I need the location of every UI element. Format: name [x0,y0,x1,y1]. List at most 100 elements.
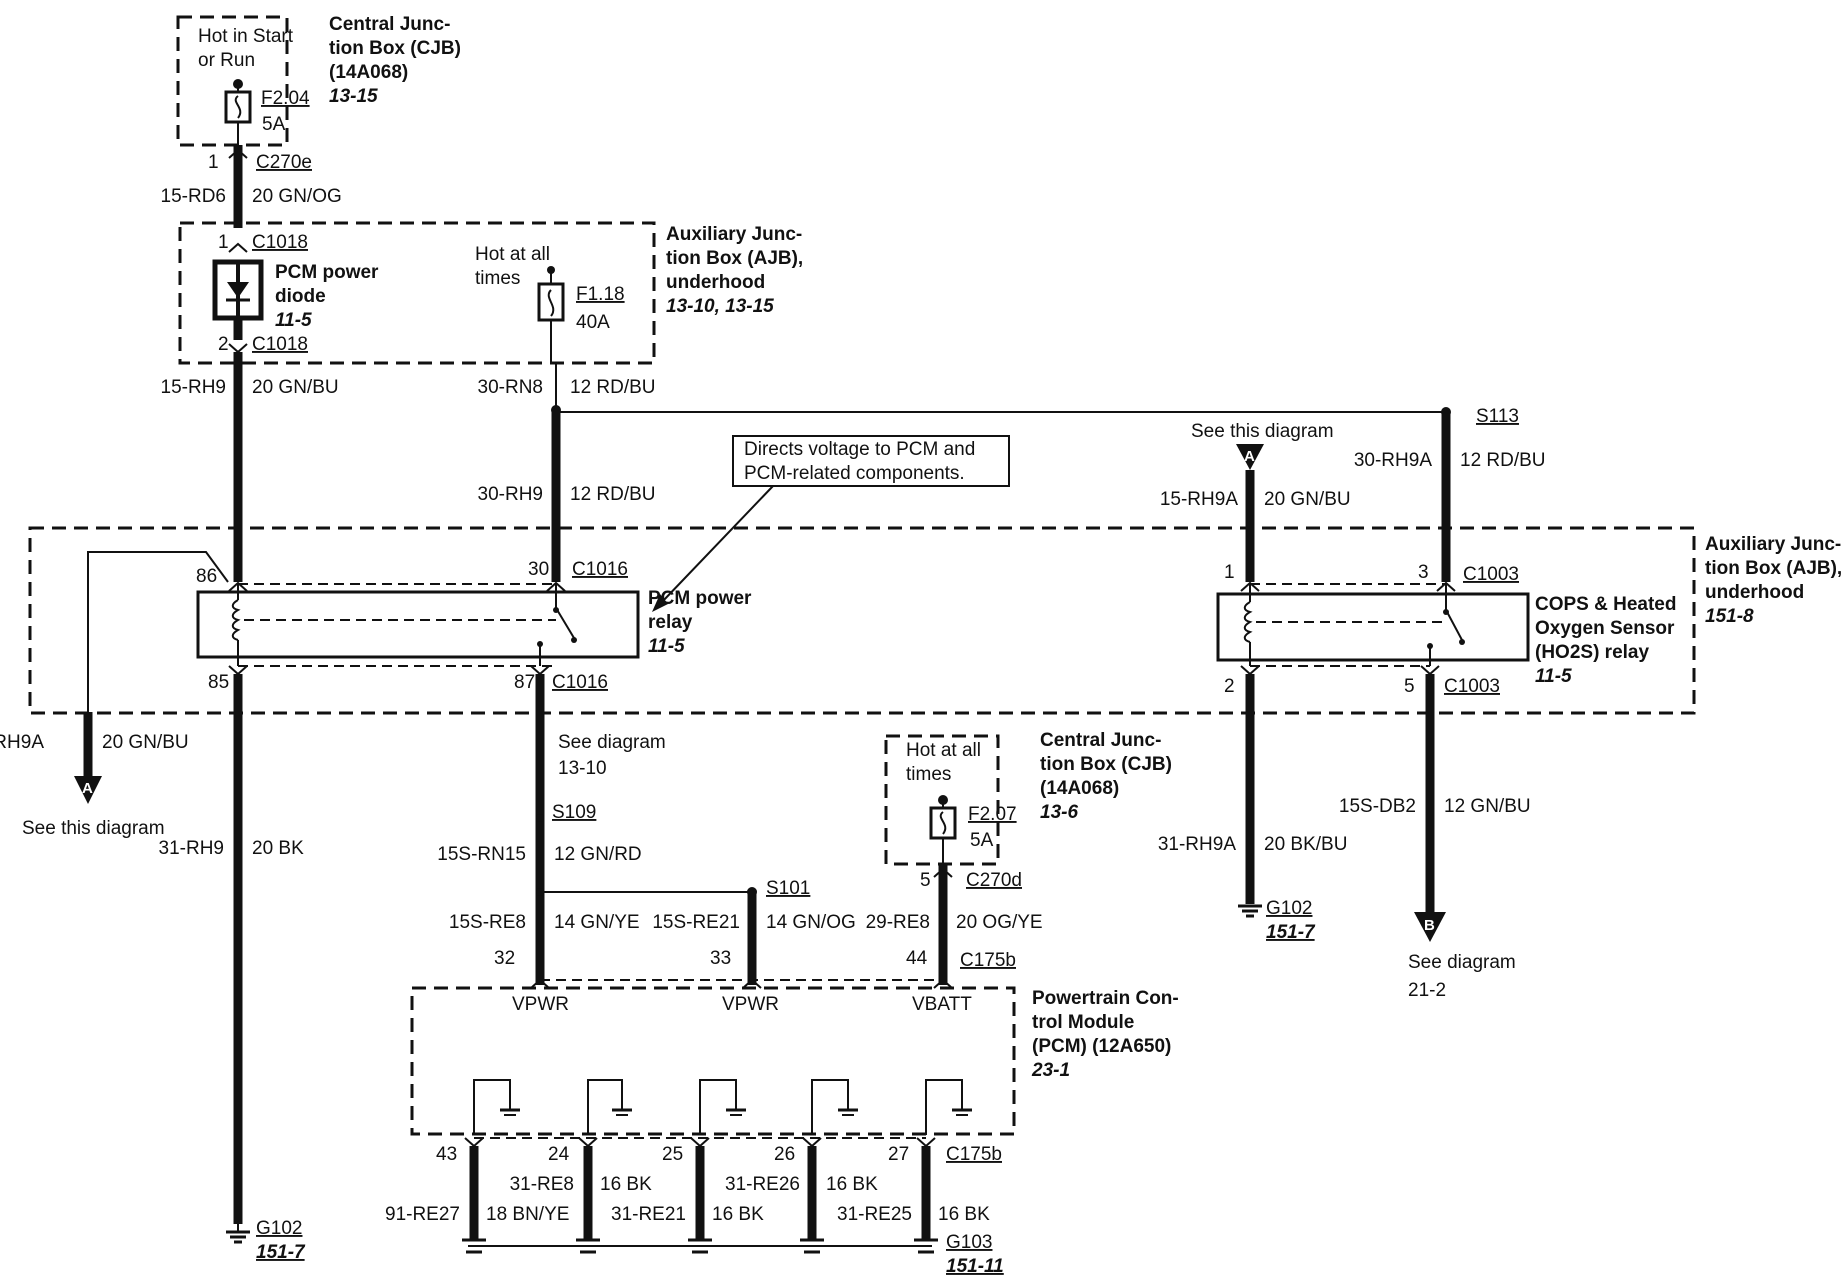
wire-31-rh9a-spec: 20 BK/BU [1264,834,1347,855]
see-this-diagram-right: See this diagram [1191,421,1334,442]
fuse-icon-f207 [929,806,957,840]
wire-15-rh9a-right-spec: 20 GN/BU [1264,489,1351,510]
pcm-pin-44: 44 [906,948,928,969]
pcm-title: Powertrain Con- [1032,988,1179,1009]
see-diagram-b: See diagram [1408,952,1516,973]
g103-ref: 151-11 [946,1256,1004,1277]
wire-29-re8: 29-RE8 [866,912,930,933]
pcm-vbatt: VBATT [912,994,972,1015]
fuse-icon-f118 [537,282,565,322]
g102-left: G102 [256,1218,302,1239]
cjb-mid-ref: 13-6 [1040,802,1078,823]
wire-30-rh9-spec: 12 RD/BU [570,484,656,505]
off-page-marker-a-right: A [1236,444,1264,470]
wire-15s-re21-spec: 14 GN/OG [766,912,856,933]
c175b-top: C175b [960,950,1016,971]
wire-30-rh9: 30-RH9 [478,484,543,505]
wire-91-re27-spec: 18 BN/YE [486,1204,569,1225]
see-diagram-b-ref: 21-2 [1408,980,1446,1001]
diode-icon [212,259,264,321]
wire-15-rh9a-right: 15-RH9A [1160,489,1238,510]
cops-relay-ref: 11-5 [1535,666,1572,687]
off-page-marker-b: B [1414,912,1446,942]
callout-box [732,435,1010,487]
cjb-top-ref: 13-15 [329,86,378,107]
relay-pin-86: 86 [196,566,217,587]
ajb-top-fuse-id: F1.18 [576,284,625,305]
wire-30-rn8: 30-RN8 [478,377,543,398]
ajb-top-title-2: tion Box (AJB), [666,248,803,269]
ground-icon-g102-right [1238,904,1262,918]
relay-pin-87: 87 [514,672,535,693]
ajb-top-c1018-bottom: C1018 [252,334,308,355]
ajb-top-fuse-rating: 40A [576,312,610,333]
pcm-vpwr-1: VPWR [512,994,569,1015]
wire-29-re8-spec: 20 OG/YE [956,912,1043,933]
ajb-top-c1018-top: C1018 [252,232,308,253]
fuse-icon [224,90,252,124]
pcm-pin-27: 27 [888,1144,909,1165]
cjb-mid-fuse-rating: 5A [970,830,994,851]
cjb-mid-hot-label: Hot at all [906,740,981,761]
cjb-top-fuse-rating: 5A [262,114,286,135]
wire-15s-rn15-spec: 12 GN/RD [554,844,642,865]
wire-15s-re8-spec: 14 GN/YE [554,912,640,933]
pcm-internal-grounds [473,1079,972,1135]
cjb-mid-connector: C270d [966,870,1022,891]
wire-31-rh9-spec: 20 BK [252,838,304,859]
wire-15s-db2: 15S-DB2 [1339,796,1416,817]
c1003-top: C1003 [1463,564,1519,585]
c1003-bottom: C1003 [1444,676,1500,697]
g102-left-ref: 151-7 [256,1242,306,1263]
pcm-power-relay [196,583,640,667]
wire-31-re26: 31-RE26 [725,1174,800,1195]
wire-15-rh9-spec: 20 GN/BU [252,377,339,398]
splice-s113-label: S113 [1476,406,1519,427]
see-diagram-mid-ref: 13-10 [558,758,607,779]
cops-relay-label: COPS & Heated [1535,594,1676,615]
cjb-top-hot-label-2: or Run [198,50,255,71]
wire-15-rd6: 15-RD6 [161,186,226,207]
ajb-relay-ref: 151-8 [1705,606,1754,627]
wire-31-re25-spec: 16 BK [938,1204,990,1225]
pcm-relay-label: PCM power [648,588,752,609]
ajb-relay-title-2: tion Box (AJB), [1705,558,1842,579]
pcm-pin-26: 26 [774,1144,795,1165]
callout-text: Directs voltage to PCM and [744,439,975,460]
cops-relay-label-2: Oxygen Sensor [1535,618,1675,639]
pcm-pin-43: 43 [436,1144,457,1165]
splice-s109-label: S109 [552,802,596,823]
diode-label-2: diode [275,286,326,307]
wire-31-re8-spec: 16 BK [600,1174,652,1195]
svg-text:B: B [1424,917,1435,934]
see-this-diagram-left: See this diagram [22,818,165,839]
cjb-mid-title-3: (14A068) [1040,778,1119,799]
pcm-title-3: (PCM) (12A650) [1032,1036,1171,1057]
g103: G103 [946,1232,992,1253]
cops-pin-3: 3 [1418,562,1429,583]
see-diagram-mid: See diagram [558,732,666,753]
diode-ref: 11-5 [275,310,312,331]
wire-31-re21-spec: 16 BK [712,1204,764,1225]
cjb-top-pin: 1 [208,152,219,173]
wire-30-rh9a: 30-RH9A [1354,450,1432,471]
wire-15-rh9a-left-spec: 20 GN/BU [102,732,189,753]
pcm-ref: 23-1 [1031,1060,1070,1081]
callout-text-2: PCM-related components. [744,463,965,484]
off-page-marker-a-left: A [74,776,102,804]
ajb-relay-title-3: underhood [1705,582,1804,603]
c175b-bottom: C175b [946,1144,1002,1165]
cops-ho2s-relay [1216,583,1530,667]
ajb-relay-title: Auxiliary Junc- [1705,534,1841,555]
wire-15s-db2-spec: 12 GN/BU [1444,796,1531,817]
cjb-top-box [176,15,289,147]
cjb-top-fuse-id: F2.04 [261,88,310,109]
wire-30-rh9a-spec: 12 RD/BU [1460,450,1546,471]
g102-right-ref: 151-7 [1266,922,1316,943]
diode-label: PCM power [275,262,379,283]
wire-15s-re21: 15S-RE21 [652,912,740,933]
ajb-top-hot-label-2: times [475,268,520,289]
pcm-relay-ref: 11-5 [648,636,685,657]
